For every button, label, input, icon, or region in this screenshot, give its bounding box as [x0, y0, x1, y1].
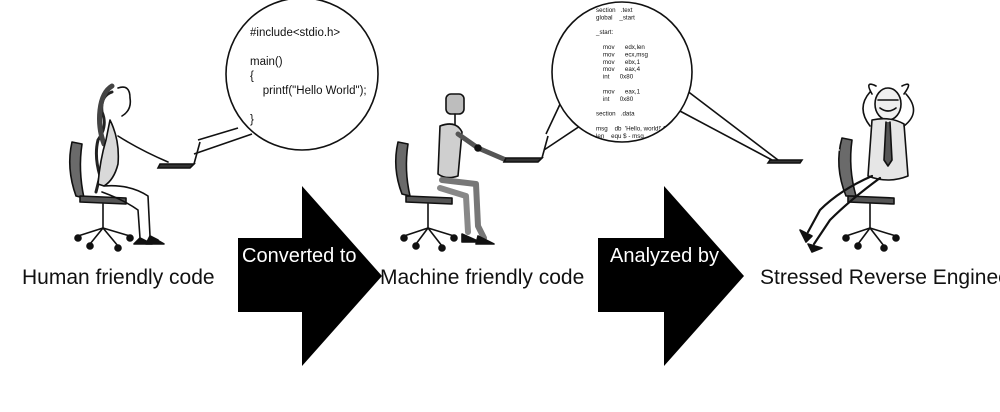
laptop-icon — [156, 141, 201, 169]
caption-engineer: Stressed Reverse Engineer — [760, 266, 1000, 289]
caption-machine: Machine friendly code — [380, 266, 585, 289]
code-line: mov eax,1 — [596, 88, 641, 95]
code-line: global _start — [596, 14, 635, 21]
code-line: #include<stdio.h> — [250, 27, 340, 39]
engineer-figure — [799, 83, 915, 253]
code-line: msg db 'Hello, world!',0xa — [596, 125, 674, 132]
thought-bubble-asm — [543, 1, 804, 164]
code-line: section .text — [596, 7, 633, 14]
code-line: mov eax,4 — [596, 66, 641, 73]
human-figure — [68, 83, 169, 252]
code-line: int 0x80 — [596, 96, 634, 103]
arrow-label-analyzed: Analyzed by — [610, 245, 719, 267]
code-line: int 0x80 — [596, 74, 634, 81]
caption-human: Human friendly code — [22, 266, 215, 289]
code-line: mov edx,len — [596, 44, 645, 51]
arrow-converted-to: Converted to — [238, 186, 382, 366]
arrow-label-converted: Converted to — [242, 245, 357, 267]
code-line: } — [250, 114, 254, 126]
code-line: mov ebx,1 — [596, 59, 641, 66]
laptop-icon — [502, 135, 549, 163]
c-code-block: #include<stdio.h> main() { printf("Hello W… — [250, 27, 367, 126]
code-line: mov ecx,msg — [596, 51, 648, 58]
thought-bubble-c — [193, 0, 379, 155]
office-chair-icon — [394, 141, 458, 252]
code-line: main() — [250, 56, 283, 68]
code-line: len equ $ - msg — [596, 133, 644, 140]
code-line: _start: — [595, 29, 613, 36]
code-line: section .data — [596, 111, 635, 118]
code-line: printf("Hello World"); — [250, 85, 367, 97]
arrow-analyzed-by: Analyzed by — [598, 186, 744, 366]
office-chair-icon — [68, 141, 134, 252]
code-line: { — [250, 71, 254, 83]
robot-figure — [394, 93, 509, 252]
